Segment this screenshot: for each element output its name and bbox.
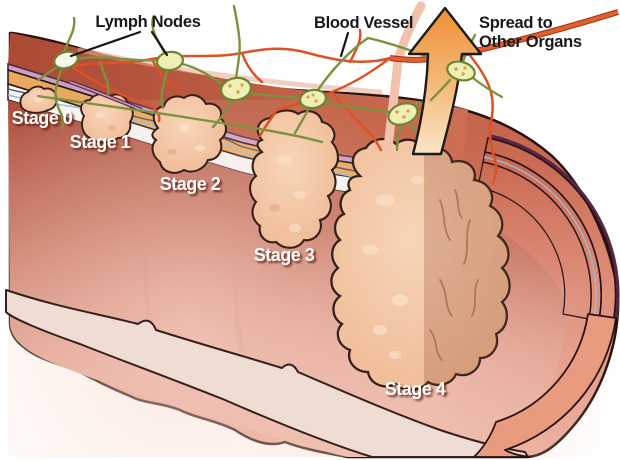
stage-labels: Stage 0 Stage 1 Stage 2 Stage 3 Stage 4 [12,108,447,399]
tumor-stage-0 [19,85,58,114]
outer-wall-lower-band [473,313,617,458]
lymph-nodes [53,50,419,126]
lymph-vessel-over-arrow [429,78,452,102]
label-spread-line2: Other Organs [479,33,582,51]
submucosa-ring-wave [483,156,597,320]
lymph-node-dots [228,83,410,119]
annotations: Lymph Nodes Blood Vessel Spread to Other… [69,13,582,58]
label-stage-0: Stage 0 [12,108,73,128]
lymph-node [155,50,185,72]
tumor-stage-4 [330,137,511,391]
label-lymph-nodes: Lymph Nodes [95,13,200,31]
lymph-node [446,60,476,82]
lymph-vessel-network [36,4,504,155]
lymph-pointer-line-left [69,30,142,58]
serosa-stripe-core [69,81,143,111]
label-blood-vessel: Blood Vessel [314,14,413,32]
tumor-stage-1 [80,92,134,144]
label-stage-3: Stage 3 [254,245,315,265]
label-stage-1: Stage 1 [70,132,131,152]
serosa-ring [488,134,620,319]
blood-pointer-line [339,31,350,58]
label-spread-line1: Spread to [479,14,553,32]
label-stage-4: Stage 4 [385,379,446,399]
label-stage-2: Stage 2 [160,174,221,194]
lymph-node [387,102,419,126]
inner-fold-band [5,289,529,458]
lymph-pointer-line-right [150,30,169,57]
lymph-node [220,76,252,102]
bowel-end-cross-section [473,134,620,458]
tumor-stage-4-speckles [362,176,425,359]
lymph-node-near-arrow [446,60,476,82]
tumor-stage-4-cracks [429,189,479,361]
lymph-node [298,88,328,110]
